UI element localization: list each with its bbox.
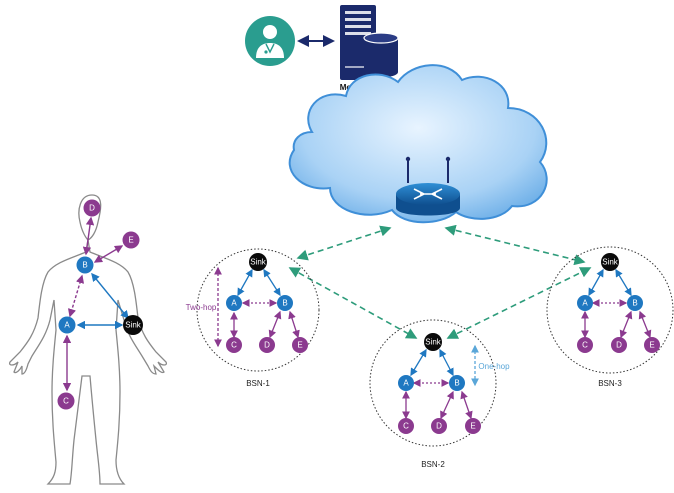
bsn-3-node-c: C: [577, 337, 593, 353]
svg-text:B: B: [82, 261, 87, 270]
router-bsn-links: [288, 224, 592, 339]
svg-text:C: C: [63, 397, 69, 406]
svg-text:C: C: [403, 422, 409, 431]
two-hop-label: Two-hop: [186, 303, 217, 312]
svg-text:Sink: Sink: [250, 258, 267, 267]
svg-text:A: A: [64, 321, 70, 330]
svg-text:E: E: [649, 341, 654, 350]
svg-text:E: E: [128, 236, 133, 245]
svg-text:D: D: [264, 341, 270, 350]
body-node-b: B: [76, 256, 94, 274]
body-node-sink: Sink: [123, 315, 143, 335]
svg-text:A: A: [231, 299, 237, 308]
body-node-c: C: [57, 392, 75, 410]
bsn-1-node-c: C: [226, 337, 242, 353]
bsn-1-label: BSN-1: [246, 379, 270, 388]
bsn-2-node-c: C: [398, 418, 414, 434]
svg-text:Sink: Sink: [425, 338, 442, 347]
bsn-2-node-a: A: [398, 375, 414, 391]
svg-text:E: E: [470, 422, 475, 431]
bsn-3-node-d: D: [611, 337, 627, 353]
bsn-2-node-b: B: [449, 375, 465, 391]
bsn-1: Sink A B C D E Two-hop BSN-1: [186, 248, 320, 388]
bsn-2-label: BSN-2: [421, 460, 445, 469]
svg-text:E: E: [297, 341, 302, 350]
svg-text:C: C: [582, 341, 588, 350]
svg-text:D: D: [616, 341, 622, 350]
svg-text:B: B: [282, 299, 287, 308]
bsn-1-node-d: D: [259, 337, 275, 353]
doctor-icon: [245, 16, 295, 66]
body-node-a: A: [58, 316, 76, 334]
bsn-2: Sink A B C D E One-hop BSN-2: [369, 319, 510, 469]
svg-text:C: C: [231, 341, 237, 350]
bsn-1-node-b: B: [277, 295, 293, 311]
bsn-2-sink: Sink: [424, 333, 442, 351]
bsn-2-node-e: E: [465, 418, 481, 434]
svg-text:D: D: [436, 422, 442, 431]
one-hop-label: One-hop: [478, 362, 510, 371]
bsn-3-label: BSN-3: [598, 379, 622, 388]
svg-text:B: B: [632, 299, 637, 308]
svg-text:A: A: [403, 379, 409, 388]
svg-text:D: D: [89, 204, 95, 213]
bsn-3-sink: Sink: [601, 253, 619, 271]
bsn-3-node-b: B: [627, 295, 643, 311]
svg-text:B: B: [454, 379, 459, 388]
bsn-1-node-e: E: [292, 337, 308, 353]
body-network-links: [62, 216, 129, 392]
body-node-e: E: [122, 231, 140, 249]
cloud-icon: [288, 64, 548, 224]
bsn-3-node-a: A: [577, 295, 593, 311]
database-icon: [363, 32, 399, 78]
body-node-d: D: [83, 199, 101, 217]
bsn-3-node-e: E: [644, 337, 660, 353]
bsn-1-sink: Sink: [249, 253, 267, 271]
svg-text:Sink: Sink: [125, 321, 142, 330]
svg-text:A: A: [582, 299, 588, 308]
svg-text:Sink: Sink: [602, 258, 619, 267]
router-icon: [396, 156, 460, 216]
human-body-outline: [8, 194, 168, 485]
bsn-3: Sink A B C D E BSN-3: [546, 246, 674, 388]
bsn-1-node-a: A: [226, 295, 242, 311]
bsn-2-node-d: D: [431, 418, 447, 434]
